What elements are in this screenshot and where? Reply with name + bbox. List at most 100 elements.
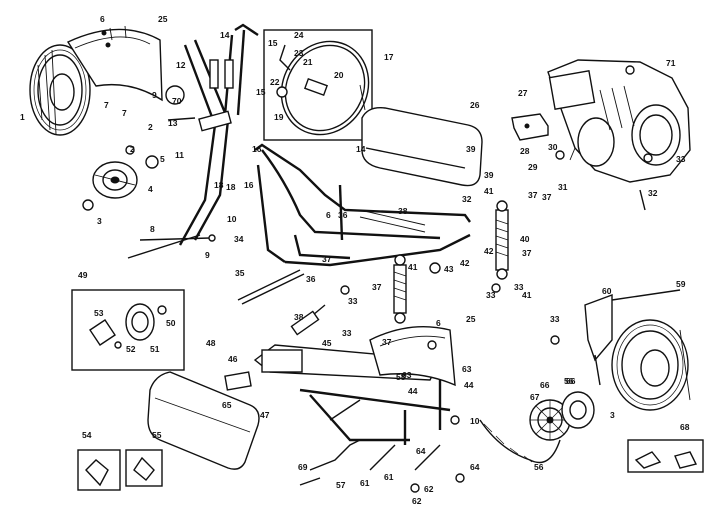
callout-11: 11 <box>175 150 184 160</box>
callout-15: 15 <box>268 38 278 48</box>
callout-40: 40 <box>520 234 530 244</box>
callout-25: 25 <box>158 14 168 24</box>
callout-44: 44 <box>464 380 474 390</box>
floor-pan <box>147 371 260 470</box>
callout-44-repeat: 44 <box>408 386 418 396</box>
callout-41-repeat: 41 <box>408 262 418 272</box>
callout-18-repeat: 18 <box>214 180 224 190</box>
callout-51: 51 <box>150 344 160 354</box>
callout-28: 28 <box>520 146 530 156</box>
callout-56-repeat: 56 <box>534 462 544 472</box>
inset-box-68 <box>627 439 704 473</box>
callout-1: 1 <box>20 112 25 122</box>
callout-32: 32 <box>462 194 472 204</box>
callout-23: 23 <box>294 48 304 58</box>
callout-34: 34 <box>234 234 244 244</box>
callout-43: 43 <box>444 264 454 274</box>
callout-8: 8 <box>150 224 155 234</box>
callout-47: 47 <box>260 410 270 420</box>
left-fender <box>66 25 163 102</box>
callout-55: 55 <box>152 430 162 440</box>
callout-5: 5 <box>160 154 165 164</box>
callout-7-repeat: 7 <box>104 100 109 110</box>
callout-38: 38 <box>398 206 408 216</box>
callout-19: 19 <box>274 112 284 122</box>
callout-18: 18 <box>226 182 236 192</box>
callout-37-repeat: 37 <box>382 337 392 347</box>
callout-29: 29 <box>528 162 538 172</box>
callout-37-repeat: 37 <box>322 254 332 264</box>
callout-17: 17 <box>384 52 394 62</box>
clutch-drum <box>561 391 595 429</box>
callout-41-repeat: 41 <box>522 290 532 300</box>
callout-54: 54 <box>82 430 92 440</box>
callout-25-repeat: 25 <box>466 314 476 324</box>
callout-labels: 1234567891011121314151617181920212223242… <box>20 14 690 506</box>
callout-56: 56 <box>564 376 574 386</box>
callout-64-repeat: 64 <box>416 446 426 456</box>
callout-16: 16 <box>244 180 254 190</box>
left-wheel <box>29 44 91 136</box>
callout-14: 14 <box>220 30 230 40</box>
right-wheel <box>611 319 691 411</box>
callout-63-repeat: 63 <box>402 370 412 380</box>
callout-20: 20 <box>334 70 344 80</box>
callout-45: 45 <box>322 338 332 348</box>
callout-26: 26 <box>470 100 480 110</box>
steering-fork <box>139 23 259 246</box>
callout-39: 39 <box>466 144 476 154</box>
callout-62-repeat: 62 <box>412 496 422 506</box>
callout-65: 65 <box>222 400 232 410</box>
callout-52: 52 <box>126 344 136 354</box>
bracket <box>511 113 549 141</box>
callout-6-repeat: 6 <box>326 210 331 220</box>
callout-36-repeat: 36 <box>306 274 316 284</box>
callout-15-repeat: 15 <box>256 87 266 97</box>
callout-6: 6 <box>100 14 105 24</box>
callout-50: 50 <box>166 318 176 328</box>
callout-58: 58 <box>396 372 406 382</box>
callout-70: 70 <box>172 96 182 106</box>
callout-67: 67 <box>530 392 540 402</box>
callout-69: 69 <box>298 462 308 472</box>
callout-2-repeat: 2 <box>130 144 135 154</box>
axle-rods <box>127 234 326 336</box>
callout-10: 10 <box>227 214 237 224</box>
callout-57: 57 <box>336 480 346 490</box>
callout-31: 31 <box>558 182 568 192</box>
callout-32-repeat: 32 <box>648 188 658 198</box>
callout-22: 22 <box>270 77 280 87</box>
callout-61-repeat: 61 <box>360 478 370 488</box>
callout-37-repeat: 37 <box>372 282 382 292</box>
callout-14-repeat: 14 <box>356 144 366 154</box>
callout-30: 30 <box>548 142 558 152</box>
sprocket <box>529 399 571 441</box>
drive-chain <box>479 419 561 464</box>
callout-60: 60 <box>602 286 612 296</box>
callout-33: 33 <box>676 154 686 164</box>
callout-35: 35 <box>235 268 245 278</box>
callout-33-repeat: 33 <box>550 314 560 324</box>
callout-4: 4 <box>148 184 153 194</box>
inset-box-55 <box>125 449 163 487</box>
callout-33-repeat: 33 <box>342 328 352 338</box>
callout-3-repeat: 3 <box>610 410 615 420</box>
callout-53: 53 <box>94 308 104 318</box>
callout-3: 3 <box>97 216 102 226</box>
main-frame <box>254 143 471 267</box>
callout-59: 59 <box>676 279 686 289</box>
seat-cushion <box>361 107 483 187</box>
callout-66-repeat: 66 <box>540 380 550 390</box>
callout-9-repeat: 9 <box>152 90 157 100</box>
inset-box-54 <box>77 449 121 491</box>
callout-12: 12 <box>176 60 186 70</box>
callout-42-repeat: 42 <box>484 246 494 256</box>
callout-10-repeat: 10 <box>470 416 480 426</box>
callout-7: 7 <box>122 108 127 118</box>
callout-16-repeat: 16 <box>252 144 262 154</box>
hardware-bolts <box>340 150 653 493</box>
callout-21: 21 <box>303 57 313 67</box>
brake-pedal <box>224 371 361 486</box>
callout-39-repeat: 39 <box>484 170 494 180</box>
